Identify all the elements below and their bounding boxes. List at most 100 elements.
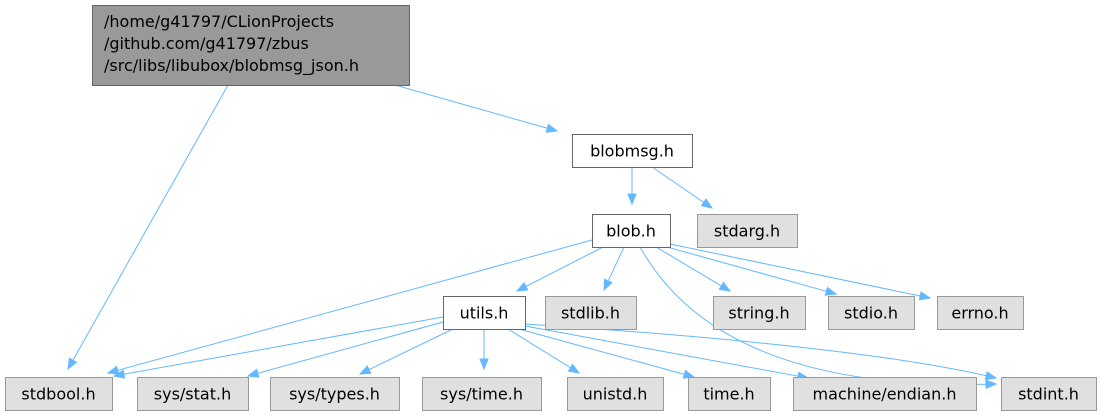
edge-arrowhead [627,193,637,206]
edge-arrowhead [700,198,714,209]
edge-line [666,246,827,292]
node-label-line: /home/g41797/CLionProjects [104,12,334,31]
node-box [572,134,693,168]
edge-arrowhead [824,286,838,296]
edge-arrowhead [603,278,613,292]
node-label-line: stdlib.h [561,304,620,323]
node-label-line: stdint.h [1018,385,1079,404]
node-label-line: blob.h [606,222,656,241]
node-string-h: string.h [713,296,806,330]
edge-utils_h-to-stdint_h [524,323,998,381]
edge-line [669,243,921,297]
edge-line [368,328,454,371]
node-blobmsg-h[interactable]: blobmsg.h [572,134,693,168]
node-time-h: time.h [688,377,771,411]
node-box [713,296,806,330]
edge-utils_h-to-sys_types_h [358,328,454,375]
node-box [545,296,637,330]
node-label-line: machine/endian.h [813,385,957,404]
node-box [422,377,542,411]
edge-utils_h-to-sys_time_h [479,329,489,371]
edge-utils_h-to-unistd_h [507,328,581,374]
node-box [443,296,526,330]
edge-line [123,316,444,375]
edge-blob_h-to-utils_h [515,246,604,292]
node-label-line: time.h [703,385,754,404]
node-label-line: stdarg.h [714,222,780,241]
node-sys-time-h: sys/time.h [422,377,542,411]
edge-arrowhead [112,369,126,379]
node-root[interactable]: /home/g41797/CLionProjects/github.com/g4… [92,5,410,86]
edge-arrowhead [985,379,998,389]
edge-utils_h-to-sys_stat_h [246,321,444,378]
edge-blob_h-to-stdio_h [666,246,838,296]
edge-arrowhead [567,363,581,374]
edge-blobmsg_h-to-blob_h [627,167,637,206]
node-stdint-h: stdint.h [1001,377,1097,411]
node-blob-h[interactable]: blob.h [592,214,671,248]
edge-utils_h-to-stdbool_h [112,316,444,379]
node-label-line: /src/libs/libubox/blobmsg_json.h [104,56,359,76]
edge-line [607,246,625,282]
edge-root-to-stdbool_h [67,84,229,371]
node-label-line: sys/types.h [289,385,380,404]
node-label-line: sys/time.h [440,385,523,404]
edge-line [507,328,571,369]
edge-arrowhead [918,291,932,301]
edge-arrowhead [106,365,120,375]
node-label-line: string.h [728,304,789,323]
node-unistd-h: unistd.h [567,377,664,411]
edge-blob_h-to-errno_h [669,243,932,301]
edge-arrowhead [246,368,260,378]
node-errno-h: errno.h [937,296,1024,330]
edge-blob_h-to-stdlib_h [603,246,625,292]
node-box [828,296,915,330]
node-label-line: unistd.h [583,385,648,404]
edge-blobmsg_h-to-stdarg_h [651,166,714,209]
edge-arrowhead [545,123,559,133]
node-utils-h[interactable]: utils.h [443,296,526,330]
node-stdlib-h: stdlib.h [545,296,637,330]
edge-blob_h-to-string_h [655,246,732,292]
edges-layer [67,84,998,389]
node-box [5,377,113,411]
edge-root-to-blobmsg_h [394,84,559,133]
node-box [697,214,798,248]
edge-line [394,84,548,129]
edge-line [72,84,229,361]
edge-arrowhead [984,371,998,381]
node-stdarg-h: stdarg.h [697,214,798,248]
edge-blob_h-to-stdbool_h [106,239,593,375]
node-box [592,214,671,248]
edge-line [655,246,722,287]
node-box [137,377,249,411]
edge-utils_h-to-time_h [518,328,696,379]
node-stdio-h: stdio.h [828,296,915,330]
edge-line [257,321,444,374]
node-box [688,377,771,411]
edge-line [525,246,604,287]
node-label-line: sys/stat.h [154,385,231,404]
edge-arrowhead [67,357,78,371]
node-machine-endian-h: machine/endian.h [793,377,977,411]
node-box [270,377,400,411]
node-label-line: utils.h [460,304,509,323]
edge-line [639,246,987,385]
node-label-line: stdio.h [844,304,898,323]
node-label-line: errno.h [951,304,1008,323]
node-box [567,377,664,411]
edge-line [518,328,685,375]
node-box [937,296,1024,330]
node-label-line: blobmsg.h [590,142,674,161]
edge-arrowhead [515,281,529,292]
nodes-layer: /home/g41797/CLionProjects/github.com/g4… [5,5,1097,411]
edge-line [117,239,593,371]
node-sys-types-h: sys/types.h [270,377,400,411]
node-stdbool-h: stdbool.h [5,377,113,411]
node-label-line: /github.com/g41797/zbus [104,34,309,53]
edge-line [524,325,799,377]
node-label-line: stdbool.h [21,385,95,404]
edge-line [651,166,705,203]
node-sys-stat-h: sys/stat.h [137,377,249,411]
